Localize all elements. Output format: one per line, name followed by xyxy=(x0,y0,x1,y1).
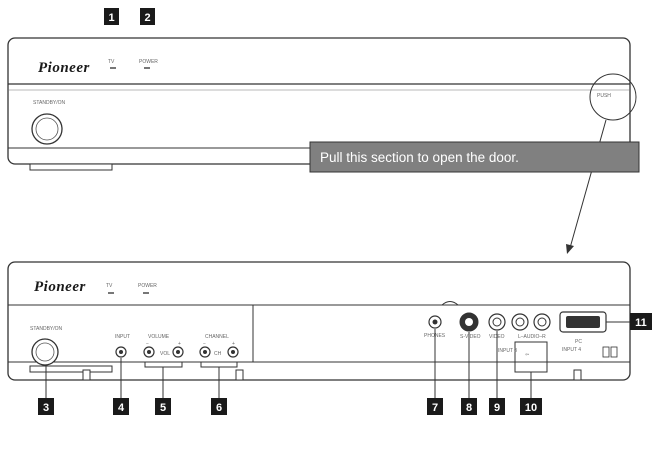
bottom-tv-label: TV xyxy=(106,283,113,289)
badge-7-label: 7 xyxy=(432,402,438,414)
pointer-arrow-head xyxy=(566,244,574,254)
video-jack-inner xyxy=(492,317,502,327)
audio-label: L–AUDIO–R xyxy=(518,334,546,340)
svideo-jack-inner xyxy=(465,318,473,326)
volume-minus: − xyxy=(146,341,149,347)
badge-10-label: 10 xyxy=(525,402,537,414)
input-button-dot xyxy=(119,350,123,354)
pc-label: PC xyxy=(575,339,582,345)
volume-down-dot xyxy=(147,350,151,354)
channel-up-dot xyxy=(231,350,235,354)
badge-1-box xyxy=(104,8,119,25)
top-tv-led xyxy=(110,67,116,69)
bottom-power-led xyxy=(143,292,149,294)
bottom-brand-logo: Pioneer xyxy=(34,279,86,295)
top-tv-label: TV xyxy=(108,59,115,65)
latch-right xyxy=(573,369,582,381)
input-arrow-icon: ⇦ xyxy=(525,352,529,358)
badge-4-label: 4 xyxy=(118,402,125,414)
side-slot-1 xyxy=(602,346,610,358)
badge-4: 4 xyxy=(113,398,129,415)
side-slot-2 xyxy=(610,346,618,358)
input-label: INPUT xyxy=(115,334,130,340)
bottom-panel: Pioneer TV POWER STANDBY/ON INPUT VOLUME… xyxy=(7,261,631,381)
phones-jack-hole xyxy=(432,319,438,325)
volume-plus: + xyxy=(178,341,181,347)
volume-up-dot xyxy=(176,350,180,354)
badge-5: 5 xyxy=(155,398,171,415)
badge-7: 7 xyxy=(427,398,443,415)
badge-11: 11 xyxy=(630,313,652,330)
bottom-tv-led xyxy=(108,292,114,294)
badge-6-box xyxy=(211,398,227,415)
badge-2-label: 2 xyxy=(144,12,150,24)
badge-6: 6 xyxy=(211,398,227,415)
channel-plus: + xyxy=(232,341,235,347)
input3-label: INPUT 3 xyxy=(498,348,517,354)
channel-down-dot xyxy=(203,350,207,354)
callout-box xyxy=(309,141,640,173)
top-foot-rect xyxy=(29,163,113,171)
bottom-foot-rect xyxy=(29,365,113,373)
badge-11-box xyxy=(630,313,652,330)
badge-8-label: 8 xyxy=(466,402,472,414)
badge-10: 10 xyxy=(520,398,542,415)
badge-1-label: 1 xyxy=(108,12,114,24)
badge-9: 9 xyxy=(489,398,505,415)
volume-mid-label: VOL xyxy=(160,351,170,357)
channel-label: CHANNEL xyxy=(205,334,229,340)
channel-mid-label: CH xyxy=(214,351,222,357)
door-notch xyxy=(441,301,459,306)
magnifier-circle xyxy=(589,73,637,121)
audio-right-jack-inner xyxy=(537,317,547,327)
badge-4-box xyxy=(113,398,129,415)
top-standby-button-inner xyxy=(35,117,59,141)
audio-left-jack-inner xyxy=(515,317,525,327)
badge-9-box xyxy=(489,398,505,415)
top-door-push-label: PUSH xyxy=(597,93,611,99)
badge-5-box xyxy=(155,398,171,415)
badge-9-label: 9 xyxy=(494,402,500,414)
top-power-label: POWER xyxy=(139,59,158,65)
svideo-label: S-VIDEO xyxy=(460,334,481,340)
badge-10-box xyxy=(520,398,542,415)
badge-2: 2 xyxy=(140,8,155,25)
badge-11-label: 11 xyxy=(635,317,647,329)
badge-6-label: 6 xyxy=(216,402,222,414)
pc-port-vga xyxy=(566,316,600,328)
leader-lines xyxy=(45,321,630,398)
latch-middle xyxy=(235,369,244,381)
bottom-standby-button-inner xyxy=(35,342,55,362)
badge-1: 1 xyxy=(104,8,119,25)
badge-3-box xyxy=(38,398,54,415)
hdmi-label: INPUT 4 xyxy=(562,347,581,353)
badge-8: 8 xyxy=(461,398,477,415)
badge-2-box xyxy=(140,8,155,25)
callout-text: Pull this section to open the door. xyxy=(320,150,519,165)
top-standby-label: STANDBY/ON xyxy=(33,100,66,106)
top-brand-logo: Pioneer xyxy=(38,60,90,76)
badge-3-label: 3 xyxy=(43,402,49,414)
volume-label: VOLUME xyxy=(148,334,170,340)
bottom-power-label: POWER xyxy=(138,283,157,289)
top-panel: Pioneer TV POWER STANDBY/ON PUSH xyxy=(7,37,631,171)
pointer-arrow-line xyxy=(569,119,607,249)
badge-5-label: 5 xyxy=(160,402,166,414)
badge-3: 3 xyxy=(38,398,54,415)
top-power-led xyxy=(144,67,150,69)
bottom-standby-label: STANDBY/ON xyxy=(30,326,63,332)
channel-minus: − xyxy=(203,341,206,347)
badge-7-box xyxy=(427,398,443,415)
latch-left xyxy=(82,369,91,381)
badge-8-box xyxy=(461,398,477,415)
